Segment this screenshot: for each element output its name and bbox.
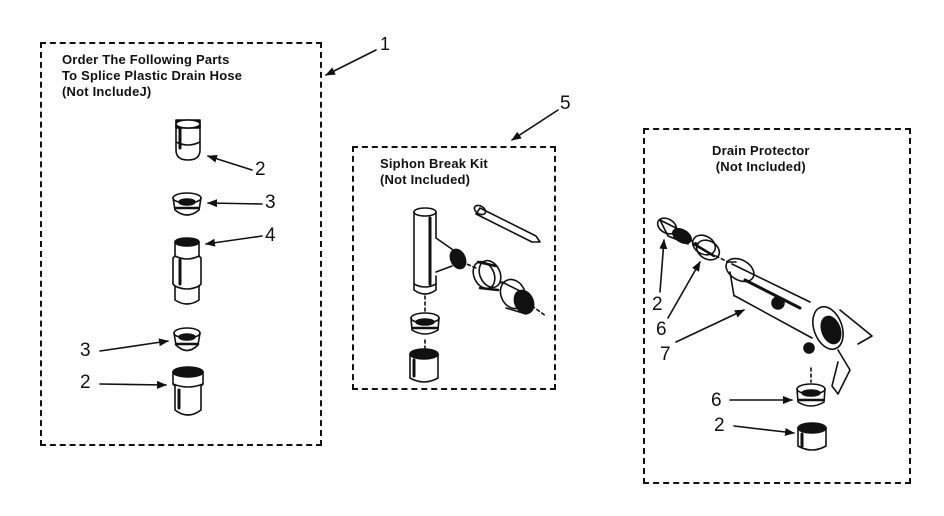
callout-splice-bottom-coupling: 2 [80, 372, 91, 393]
callout-drain-clamp-left: 6 [656, 319, 667, 340]
callout-drain-coupling-bottom: 2 [714, 415, 725, 436]
drain-protector-title: Drain Protector (Not Included) [712, 143, 810, 175]
drain-title-line-1: Drain Protector [712, 143, 810, 158]
callout-splice-top-coupling: 2 [255, 159, 266, 180]
drain-protector-box [643, 128, 911, 484]
drain-clamp-left-part [691, 234, 721, 261]
splice-title-line-1: Order The Following Parts [62, 52, 230, 67]
siphon-title-line-1: Siphon Break Kit [380, 156, 488, 171]
callout-splice-bottom-clamp: 3 [80, 340, 91, 361]
splice-top-coupling-part [175, 119, 201, 161]
drain-coupling-left-part [656, 217, 692, 245]
drain-coupling-bottom-part [797, 422, 827, 451]
splice-connector-part [172, 237, 202, 305]
splice-top-clamp-part [172, 192, 202, 216]
callout-splice-connector: 4 [265, 225, 276, 246]
splice-title-line-3: (Not IncludeJ) [62, 84, 152, 99]
drain-protector-body-part [725, 257, 873, 395]
splice-bottom-clamp-part [173, 327, 201, 352]
drain-title-line-2: (Not Included) [715, 159, 806, 174]
siphon-clamp-bottom-part [410, 312, 440, 335]
callout-drain-body: 7 [660, 344, 671, 365]
siphon-pin-part [473, 204, 541, 243]
siphon-coupling-right-part [499, 278, 535, 315]
ref-number-5: 5 [560, 93, 571, 114]
callout-drain-clamp-bottom: 6 [711, 390, 722, 411]
splice-title-line-2: To Splice Plastic Drain Hose [62, 68, 243, 83]
siphon-kit-title: Siphon Break Kit (Not Included) [380, 156, 488, 188]
siphon-clamp-right-part [472, 259, 502, 292]
siphon-break-kit-box [352, 146, 556, 390]
siphon-tee-part [413, 207, 467, 295]
callout-drain-coupling-left: 2 [652, 294, 663, 315]
drain-clamp-bottom-part [796, 383, 826, 407]
siphon-title-line-2: (Not Included) [380, 172, 471, 187]
siphon-coupling-bottom-part [409, 348, 439, 383]
splice-bottom-coupling-part [172, 366, 204, 416]
splice-kit-title: Order The Following Parts To Splice Plas… [62, 52, 242, 100]
ref-number-1: 1 [380, 34, 391, 54]
splice-kit-box [40, 42, 322, 446]
callout-splice-top-clamp: 3 [265, 192, 276, 213]
